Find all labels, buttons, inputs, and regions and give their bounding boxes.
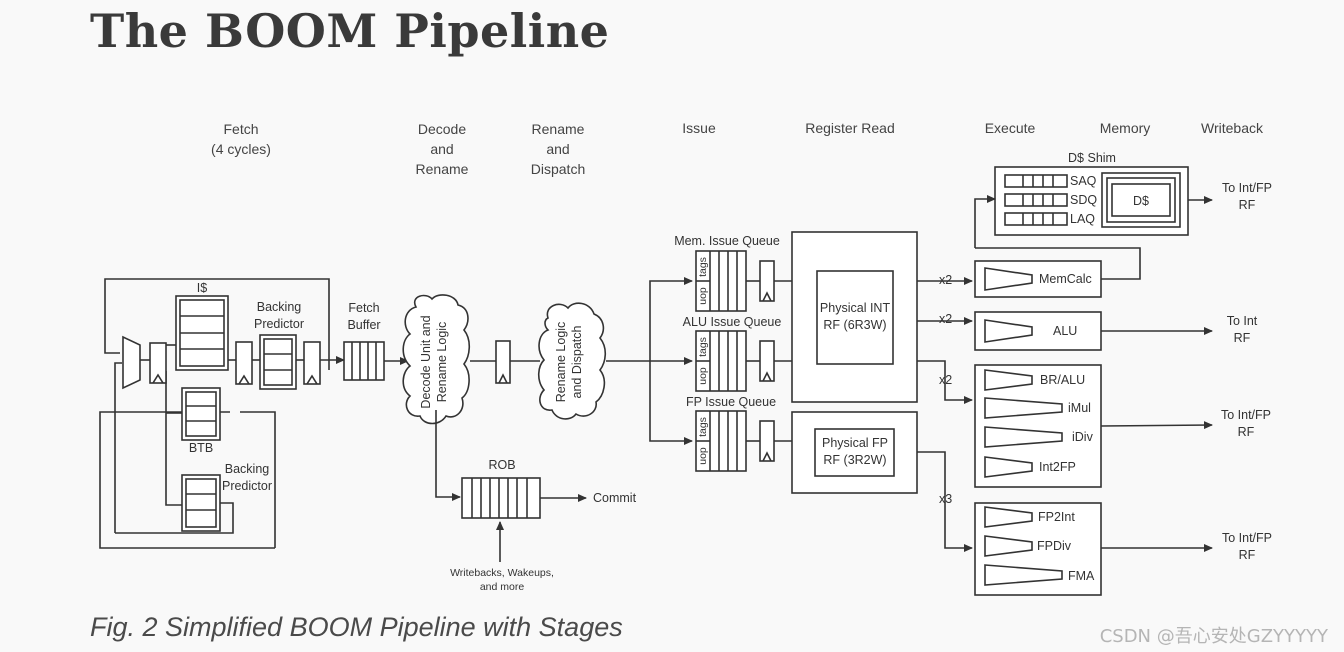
issue-queues [695, 250, 792, 472]
svg-text:tags: tags [697, 257, 709, 277]
commit-label: Commit [593, 491, 637, 505]
saq-label: SAQ [1070, 174, 1097, 188]
br-alu-label: BR/ALU [1040, 373, 1085, 387]
fp-issue-queue [695, 410, 792, 472]
page-title: The BOOM Pipeline [90, 4, 610, 58]
sdq-label: SDQ [1070, 193, 1097, 207]
fp-issue-queue-label: FP Issue Queue [686, 395, 776, 409]
dcache [1101, 172, 1181, 228]
int2fp-label: Int2FP [1039, 460, 1076, 474]
svg-text:uop: uop [697, 287, 709, 305]
saq [1004, 174, 1068, 188]
svg-text:x3: x3 [939, 492, 952, 506]
memcalc-label: MemCalc [1039, 272, 1092, 286]
register-files [791, 231, 973, 552]
svg-text:x2: x2 [939, 273, 952, 287]
fp-execute-group [974, 502, 1102, 596]
svg-text:uop: uop [697, 447, 709, 465]
queue-field-labels: uop tags uop tags uop tags [697, 257, 709, 465]
mem-issue-queue-label: Mem. Issue Queue [674, 234, 780, 248]
rob [461, 477, 541, 519]
pc-to-predictor [165, 371, 182, 506]
svg-text:x2: x2 [939, 373, 952, 387]
pc-register [149, 342, 167, 384]
btb-label: BTB [189, 441, 213, 455]
fetch-buffer [343, 341, 385, 381]
rob-label: ROB [488, 458, 515, 472]
watermark: CSDN @吾心安处GZYYYYY [1099, 626, 1328, 647]
rob-inputs-label: Writebacks, Wakeups,and more [450, 567, 554, 593]
stage-register-read: Register Read [805, 120, 895, 136]
rename-logic-cloud [537, 302, 607, 420]
dcache-shim-label: D$ Shim [1068, 151, 1116, 165]
svg-text:uop: uop [697, 367, 709, 385]
laq [1004, 212, 1068, 226]
fetch-stage [99, 278, 409, 549]
btb-loop [114, 362, 122, 533]
alu-issue-queue-label: ALU Issue Queue [683, 315, 782, 329]
laq-label: LAQ [1070, 212, 1095, 226]
decode-logic-cloud [402, 294, 471, 425]
idiv-label: iDiv [1072, 430, 1094, 444]
backing-predictor-1 [259, 334, 297, 390]
pc-mux [122, 335, 141, 390]
stage-memory: Memory [1100, 120, 1151, 136]
alu-unit [974, 311, 1102, 351]
decode-register [495, 340, 511, 384]
int-execute-group [974, 364, 1102, 488]
fetch-register-1 [235, 341, 253, 385]
predictor-loop [115, 502, 234, 534]
redirect-loop-inner [99, 411, 276, 549]
fp2int-label: FP2Int [1038, 510, 1075, 524]
stage-execute: Execute [985, 120, 1036, 136]
fpdiv-label: FPDiv [1037, 539, 1072, 553]
execute-units [974, 166, 1213, 596]
btb [181, 387, 221, 441]
port-labels: x2 x2 x2 x3 [939, 273, 952, 506]
memcalc-unit [974, 260, 1102, 298]
fma-label: FMA [1068, 569, 1095, 583]
imul-label: iMul [1068, 401, 1091, 415]
mem-issue-queue [695, 250, 792, 312]
stage-fetch: Fetch(4 cycles) [211, 121, 271, 157]
figure-caption: Fig. 2 Simplified BOOM Pipeline with Sta… [90, 612, 623, 642]
stage-issue: Issue [682, 120, 716, 136]
svg-text:tags: tags [697, 417, 709, 437]
dcache-label: D$ [1133, 194, 1149, 208]
alu-label: ALU [1053, 324, 1077, 338]
svg-text:tags: tags [697, 337, 709, 357]
sdq [1004, 193, 1068, 207]
alu-issue-queue [695, 330, 792, 392]
decode-rename-stage [402, 277, 693, 562]
redirect-loop-outer [104, 278, 330, 370]
fetch-register-2 [303, 341, 321, 385]
svg-text:x2: x2 [939, 312, 952, 326]
stage-writeback: Writeback [1201, 120, 1264, 136]
icache-label: I$ [197, 281, 207, 295]
backing-predictor-2 [181, 474, 221, 532]
